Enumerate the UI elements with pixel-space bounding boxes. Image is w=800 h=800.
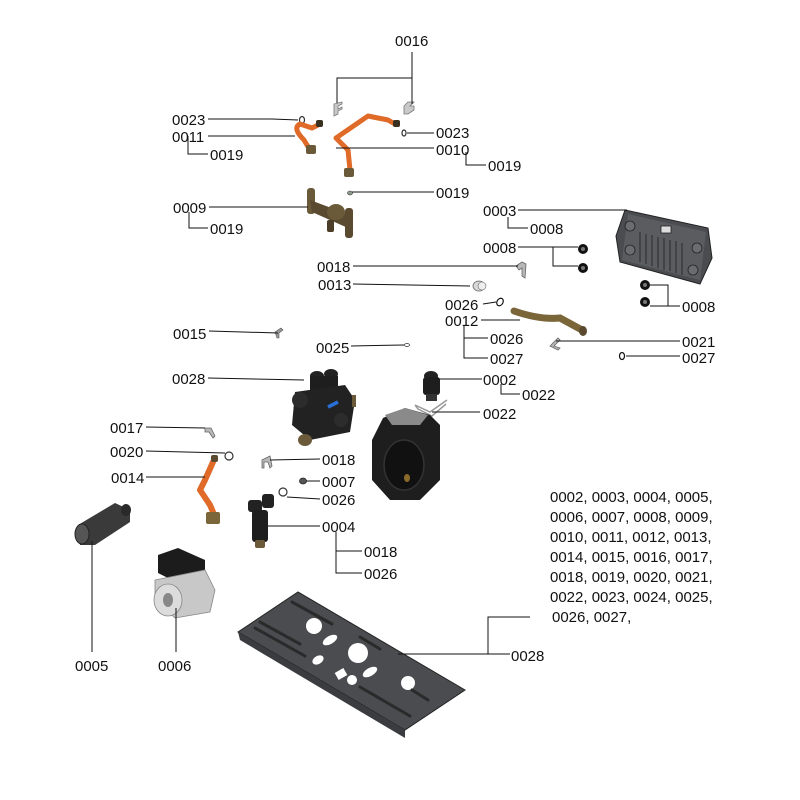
part-0004-fitting — [248, 494, 274, 548]
part-0002-air-vent — [423, 371, 440, 401]
part-0005-motor-unit — [74, 503, 131, 545]
callout-0011: 0011 — [172, 129, 204, 146]
callout-0020: 0020 — [110, 444, 143, 461]
callout-0008-c: 0008 — [682, 299, 715, 316]
callout-0019-a: 0019 — [210, 147, 243, 164]
parts-list-line: 0018, 0019, 0020, 0021, — [550, 569, 713, 586]
part-0019-seal — [347, 190, 353, 196]
part-0009-brass-valve — [307, 188, 353, 238]
callout-0023-left: 0023 — [172, 112, 205, 129]
part-0028-hydraulic-block — [292, 369, 356, 446]
part-0020-oring — [224, 451, 234, 461]
callout-0013: 0013 — [318, 277, 351, 294]
callout-0026-b: 0026 — [490, 331, 523, 348]
part-0010-copper-pipe — [333, 113, 400, 177]
callout-0019-c: 0019 — [436, 185, 469, 202]
part-0008-seals — [578, 244, 650, 307]
callout-0008-b: 0008 — [483, 240, 516, 257]
part-0018-clip-mid — [261, 455, 273, 469]
parts-list-line: 0026, 0027, — [552, 609, 632, 626]
part-0003-plate-heat-exchanger — [615, 209, 713, 285]
callout-0027-b: 0027 — [682, 350, 715, 367]
part-0015-clip — [274, 327, 284, 339]
callout-0005: 0005 — [75, 658, 108, 675]
callout-0019-b: 0019 — [488, 158, 521, 175]
callout-0028-a: 0028 — [172, 371, 205, 388]
callout-0018-c: 0018 — [364, 544, 397, 561]
part-0011-copper-pipe — [294, 120, 323, 154]
callout-0022-a: 0022 — [522, 387, 555, 404]
parts-list-line: 0014, 0015, 0016, 0017, — [550, 549, 713, 566]
parts-list: 0002, 0003, 0004, 0005, 0006, 0007, 0008… — [550, 488, 790, 628]
part-0022-wire-clip — [414, 399, 448, 417]
parts-list-line: 0006, 0007, 0008, 0009, — [550, 509, 713, 526]
callout-0018-b: 0018 — [322, 452, 355, 469]
part-0026-oring-mid — [278, 487, 288, 497]
callout-0026-a: 0026 — [445, 297, 478, 314]
parts-list-line: 0002, 0003, 0004, 0005, — [550, 489, 713, 506]
part-0023-oring-right — [401, 129, 407, 137]
callout-labels: 0016 0023 0011 0019 0023 0010 0019 0019 … — [75, 33, 715, 675]
callout-0026-c: 0026 — [322, 492, 355, 509]
part-0026-oring-top — [496, 297, 504, 307]
callout-0002: 0002 — [483, 372, 516, 389]
callout-0023-right: 0023 — [436, 125, 469, 142]
callout-0016: 0016 — [395, 33, 428, 50]
callout-0003: 0003 — [483, 203, 516, 220]
callout-0012: 0012 — [445, 313, 478, 330]
callout-0010: 0010 — [436, 142, 469, 159]
parts-list-line: 0010, 0011, 0012, 0013, — [550, 529, 712, 546]
callout-0008-a: 0008 — [530, 221, 563, 238]
callout-0007: 0007 — [322, 474, 355, 491]
callout-0021: 0021 — [682, 334, 715, 351]
callout-0028-b: 0028 — [511, 648, 544, 665]
part-0018-clip-top — [515, 261, 527, 279]
callout-0017: 0017 — [110, 420, 143, 437]
part-0021-clip — [549, 337, 561, 351]
part-0006-pump-head — [153, 548, 216, 619]
part-0028-base-plate — [237, 591, 466, 738]
callout-0006: 0006 — [158, 658, 191, 675]
callout-0015: 0015 — [173, 326, 206, 343]
part-0025-ring — [404, 343, 410, 347]
callout-0019-d: 0019 — [210, 221, 243, 238]
callout-0026-d: 0026 — [364, 566, 397, 583]
callout-0027-a: 0027 — [490, 351, 523, 368]
part-0007-nut — [299, 477, 307, 485]
callout-0025: 0025 — [316, 340, 349, 357]
leader-lines — [91, 52, 680, 655]
callout-0004: 0004 — [322, 519, 355, 536]
part-0016-clip-right — [403, 101, 415, 115]
parts-list-line: 0022, 0023, 0024, 0025, — [550, 589, 713, 606]
callout-0022-b: 0022 — [483, 406, 516, 423]
callout-0018-a: 0018 — [317, 259, 350, 276]
callout-0009: 0009 — [173, 200, 206, 217]
part-0014-copper-pipe — [197, 455, 220, 524]
part-pump-body — [372, 408, 440, 500]
part-0013-filter — [472, 280, 487, 292]
part-0017-clip — [204, 427, 216, 439]
part-0012-brass-pipe — [510, 307, 587, 336]
callout-0014: 0014 — [111, 470, 144, 487]
part-0016-clip-left — [333, 101, 343, 117]
part-0027-oring-right — [618, 351, 626, 361]
